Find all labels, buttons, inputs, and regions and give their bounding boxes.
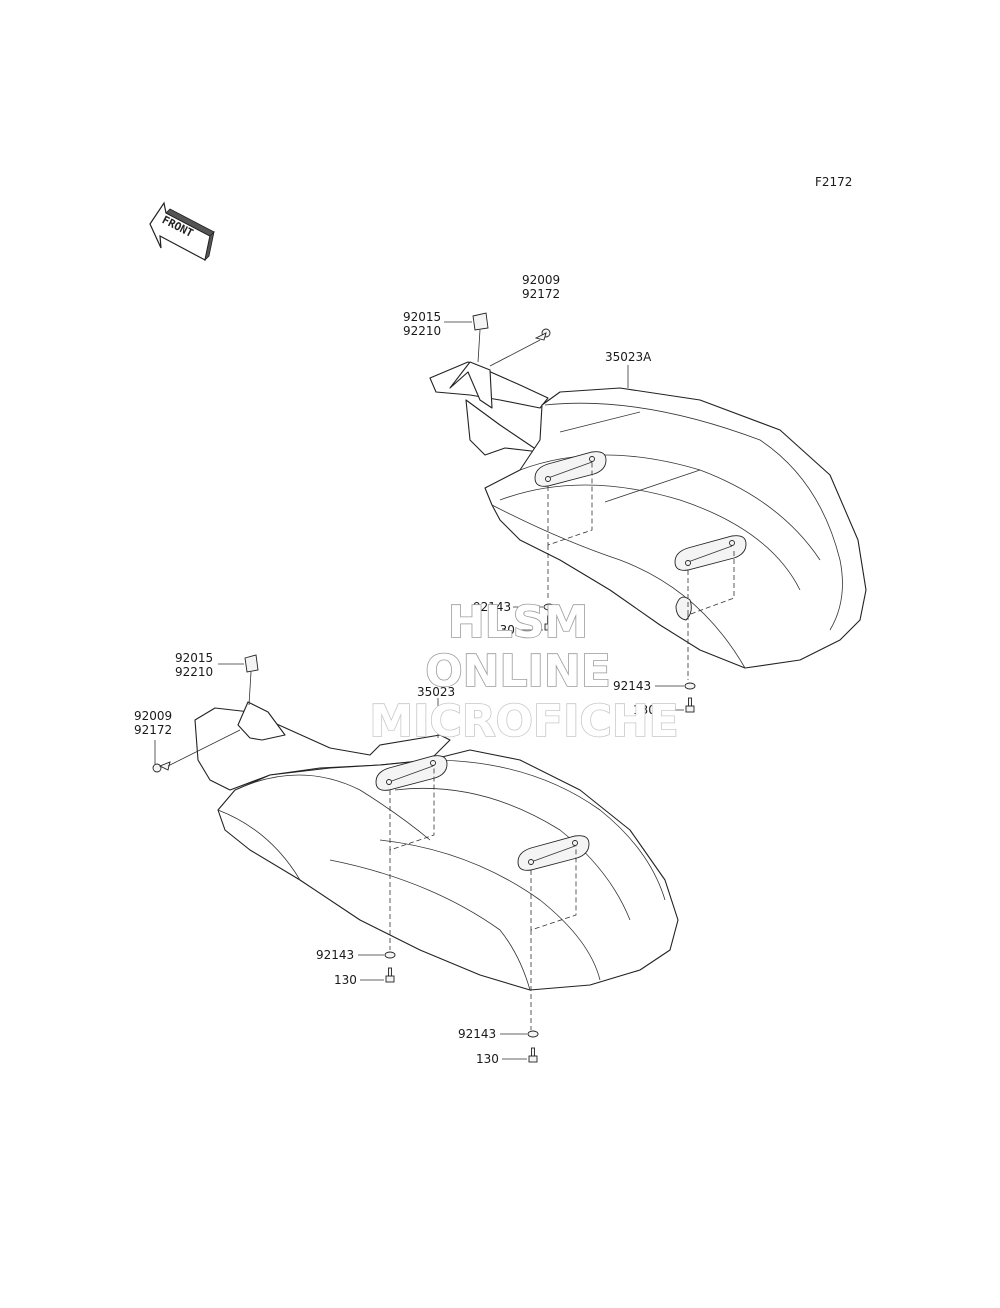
label-92009-lower: 92009 bbox=[134, 709, 172, 723]
label-92172-upper: 92172 bbox=[522, 287, 560, 301]
label-35023A: 35023A bbox=[605, 350, 652, 364]
lower-screw-92009[interactable] bbox=[152, 729, 241, 773]
upper-bolt-rear[interactable] bbox=[685, 697, 695, 713]
upper-bolt-front[interactable] bbox=[544, 615, 554, 631]
label-130-lower-rear: 130 bbox=[476, 1052, 499, 1066]
label-92210-upper: 92210 bbox=[403, 324, 441, 338]
label-92143-upper-front: 92143 bbox=[473, 600, 511, 614]
label-92143-upper-rear: 92143 bbox=[613, 679, 651, 693]
label-130-upper-front: 130 bbox=[492, 623, 515, 637]
lower-washer-front[interactable] bbox=[384, 951, 396, 959]
label-130-lower-front: 130 bbox=[334, 973, 357, 987]
figure-code: F2172 bbox=[815, 175, 852, 189]
watermark-line1: HLSM bbox=[448, 597, 588, 648]
label-92210-lower: 92210 bbox=[175, 665, 213, 679]
lower-bolt-front[interactable] bbox=[385, 967, 395, 983]
upper-washer-front[interactable] bbox=[543, 603, 555, 611]
label-92015-upper: 92015 bbox=[403, 310, 441, 324]
label-35023: 35023 bbox=[417, 685, 455, 699]
upper-clip-92015[interactable] bbox=[472, 312, 489, 363]
lower-bolt-rear[interactable] bbox=[528, 1047, 538, 1063]
lower-washer-rear[interactable] bbox=[527, 1030, 539, 1038]
label-92143-lower-rear: 92143 bbox=[458, 1027, 496, 1041]
label-92172-lower: 92172 bbox=[134, 723, 172, 737]
upper-fender[interactable] bbox=[429, 361, 867, 680]
upper-washer-rear[interactable] bbox=[684, 682, 696, 690]
lower-fender[interactable] bbox=[194, 701, 679, 1030]
label-92015-lower: 92015 bbox=[175, 651, 213, 665]
watermark: HLSM ONLINE MICROFICHE bbox=[369, 596, 680, 748]
label-130-upper-rear: 130 bbox=[633, 703, 656, 717]
label-92143-lower-front: 92143 bbox=[316, 948, 354, 962]
lower-clip-92015[interactable] bbox=[244, 654, 259, 706]
front-direction-arrow-icon: FRONT bbox=[149, 201, 215, 262]
label-92009-upper: 92009 bbox=[522, 273, 560, 287]
watermark-line3: MICROFICHE bbox=[369, 696, 678, 747]
watermark-line2: ONLINE bbox=[425, 646, 611, 697]
upper-screw-92009[interactable] bbox=[489, 328, 551, 367]
